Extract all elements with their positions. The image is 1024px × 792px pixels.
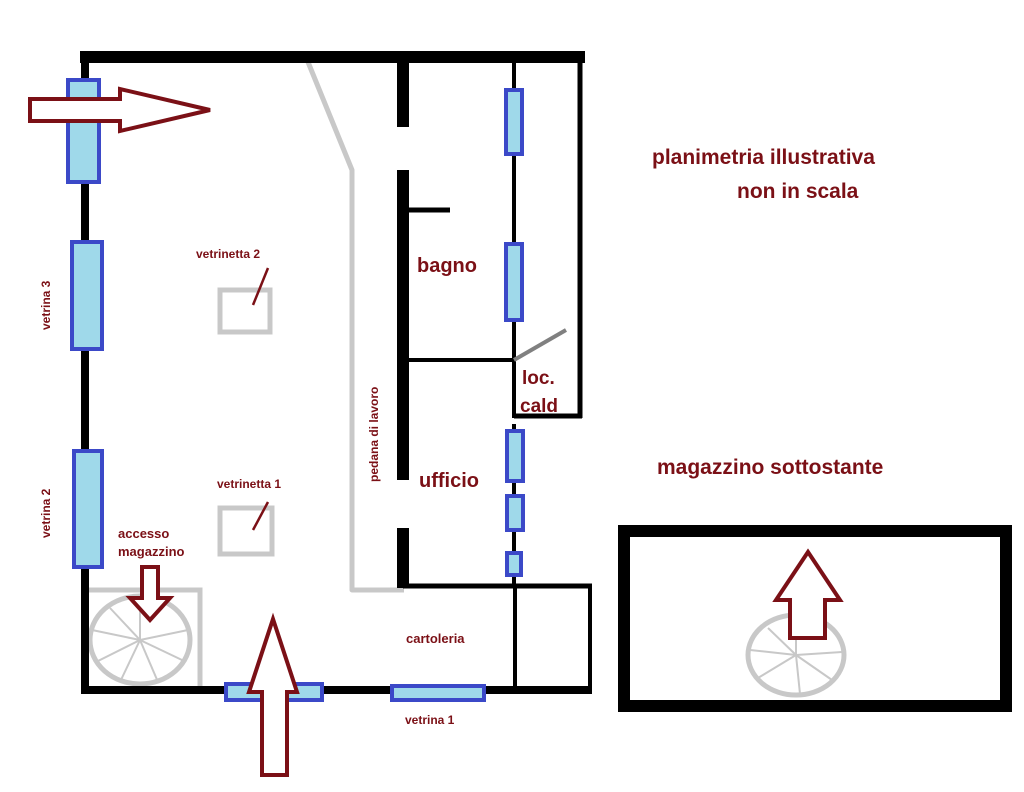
windows <box>66 78 525 702</box>
stationery-label: cartoleria <box>406 631 465 646</box>
display-case-2 <box>217 287 273 335</box>
window-bagno-top <box>504 88 524 156</box>
work-platform-outline <box>305 61 404 593</box>
storage-up-arrow-icon <box>772 548 844 640</box>
storage-access-arrow-icon <box>125 565 175 623</box>
boiler-room-label-1: loc. <box>522 368 555 389</box>
display-case-2-pointer <box>251 267 270 306</box>
boiler-room-label-2: cald <box>520 396 558 417</box>
title-line-2: non in scala <box>737 180 859 203</box>
office-label: ufficio <box>419 470 479 492</box>
display-case-1-label: vetrinetta 1 <box>217 477 281 491</box>
storage-below-label: magazzino sottostante <box>657 456 883 479</box>
display-case-1-pointer <box>251 501 270 531</box>
shop-window-3-label: vetrina 3 <box>39 280 53 330</box>
shop-window-1-label: vetrina 1 <box>405 713 455 727</box>
work-platform-label: pedana di lavoro <box>367 387 381 482</box>
window-bagno <box>504 242 524 322</box>
window-vetrina-3-top <box>66 78 101 184</box>
window-vetrina-1 <box>390 684 486 702</box>
bathroom-label: bagno <box>417 255 477 277</box>
window-ufficio-3 <box>505 551 523 577</box>
window-vetrina-2 <box>72 449 104 569</box>
display-case-1 <box>217 505 275 557</box>
arrows <box>28 86 844 777</box>
window-vetrina-3 <box>70 240 104 351</box>
storage-access-label-2: magazzino <box>118 544 185 559</box>
title-line-1: planimetria illustrativa <box>652 146 875 169</box>
shop-window-2-label: vetrina 2 <box>39 488 53 538</box>
storage-access-label-1: accesso <box>118 526 169 541</box>
window-ufficio-2 <box>505 494 525 532</box>
window-ufficio-1 <box>505 429 525 483</box>
entrance-arrow-bottom-icon <box>246 612 300 777</box>
boiler-room-door <box>513 328 567 362</box>
display-case-2-label: vetrinetta 2 <box>196 247 260 261</box>
spiral-staircase-icon <box>86 587 203 690</box>
storage-below-box <box>618 525 1012 712</box>
entrance-arrow-left-icon <box>28 86 211 134</box>
